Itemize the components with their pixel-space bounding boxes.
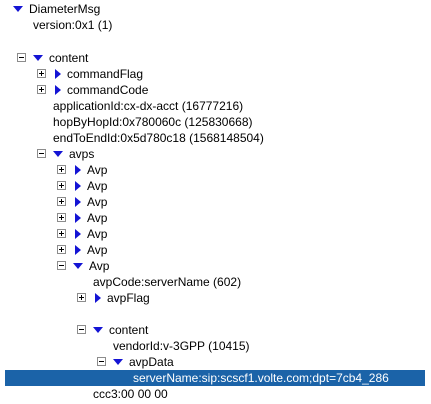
node-label-hop-by-hop-id: hopByHopId:0x780060c (125830668) — [53, 115, 253, 129]
expand-box-icon[interactable] — [57, 197, 66, 206]
expand-box-icon[interactable] — [37, 85, 46, 94]
node-label-server-name: serverName:sip:scscf1.volte.com;dpt=7cb4… — [133, 371, 389, 385]
collapse-box-icon[interactable] — [97, 357, 106, 366]
collapse-box-icon[interactable] — [57, 261, 66, 270]
collapsed-arrow-icon[interactable] — [75, 245, 81, 255]
node-label-avp-data: avpData — [129, 355, 174, 369]
node-label-inner-content: content — [109, 323, 149, 337]
collapse-box-icon[interactable] — [37, 149, 46, 158]
node-label-avp-code: avpCode:serverName (602) — [93, 275, 242, 289]
node-label-avp: Avp — [87, 211, 108, 225]
collapsed-arrow-icon[interactable] — [55, 85, 61, 95]
collapsed-arrow-icon[interactable] — [75, 229, 81, 239]
node-label-application-id: applicationId:cx-dx-acct (16777216) — [53, 99, 244, 113]
node-label-avp: Avp — [87, 243, 108, 257]
expand-box-icon[interactable] — [57, 245, 66, 254]
collapsed-arrow-icon[interactable] — [75, 197, 81, 207]
collapse-box-icon[interactable] — [17, 53, 26, 62]
collapse-box-icon[interactable] — [77, 325, 86, 334]
expanded-arrow-icon[interactable] — [53, 151, 63, 157]
collapsed-arrow-icon[interactable] — [75, 181, 81, 191]
expand-box-icon[interactable] — [57, 229, 66, 238]
node-label-avp: Avp — [87, 227, 108, 241]
node-label-command-flag: commandFlag — [67, 67, 144, 81]
expand-box-icon[interactable] — [37, 69, 46, 78]
node-label-ccc3: ccc3:00 00 00 — [93, 387, 168, 401]
node-label-avp-flag: avpFlag — [107, 291, 150, 305]
expand-box-icon[interactable] — [57, 213, 66, 222]
expand-box-icon[interactable] — [77, 293, 86, 302]
node-label-version: version:0x1 (1) — [33, 18, 113, 32]
expanded-arrow-icon[interactable] — [33, 55, 43, 61]
selection-highlight — [5, 370, 425, 386]
node-label-diameter-msg: DiameterMsg — [29, 2, 101, 16]
node-label-avps: avps — [69, 147, 95, 161]
expanded-arrow-icon[interactable] — [93, 327, 103, 333]
node-label-content: content — [49, 51, 89, 65]
expand-box-icon[interactable] — [57, 165, 66, 174]
node-label-avp: Avp — [89, 259, 110, 273]
node-label-avp: Avp — [87, 179, 108, 193]
collapsed-arrow-icon[interactable] — [55, 69, 61, 79]
collapsed-arrow-icon[interactable] — [75, 213, 81, 223]
node-label-avp: Avp — [87, 163, 108, 177]
collapsed-arrow-icon[interactable] — [95, 293, 101, 303]
expanded-arrow-icon[interactable] — [73, 263, 83, 269]
node-label-command-code: commandCode — [67, 83, 149, 97]
node-label-vendor-id: vendorId:v-3GPP (10415) — [113, 339, 250, 353]
collapsed-arrow-icon[interactable] — [75, 165, 81, 175]
node-label-end-to-end-id: endToEndId:0x5d780c18 (1568148504) — [53, 131, 264, 145]
expanded-arrow-icon[interactable] — [13, 6, 23, 12]
expanded-arrow-icon[interactable] — [113, 359, 123, 365]
node-label-avp: Avp — [87, 195, 108, 209]
expand-box-icon[interactable] — [57, 181, 66, 190]
